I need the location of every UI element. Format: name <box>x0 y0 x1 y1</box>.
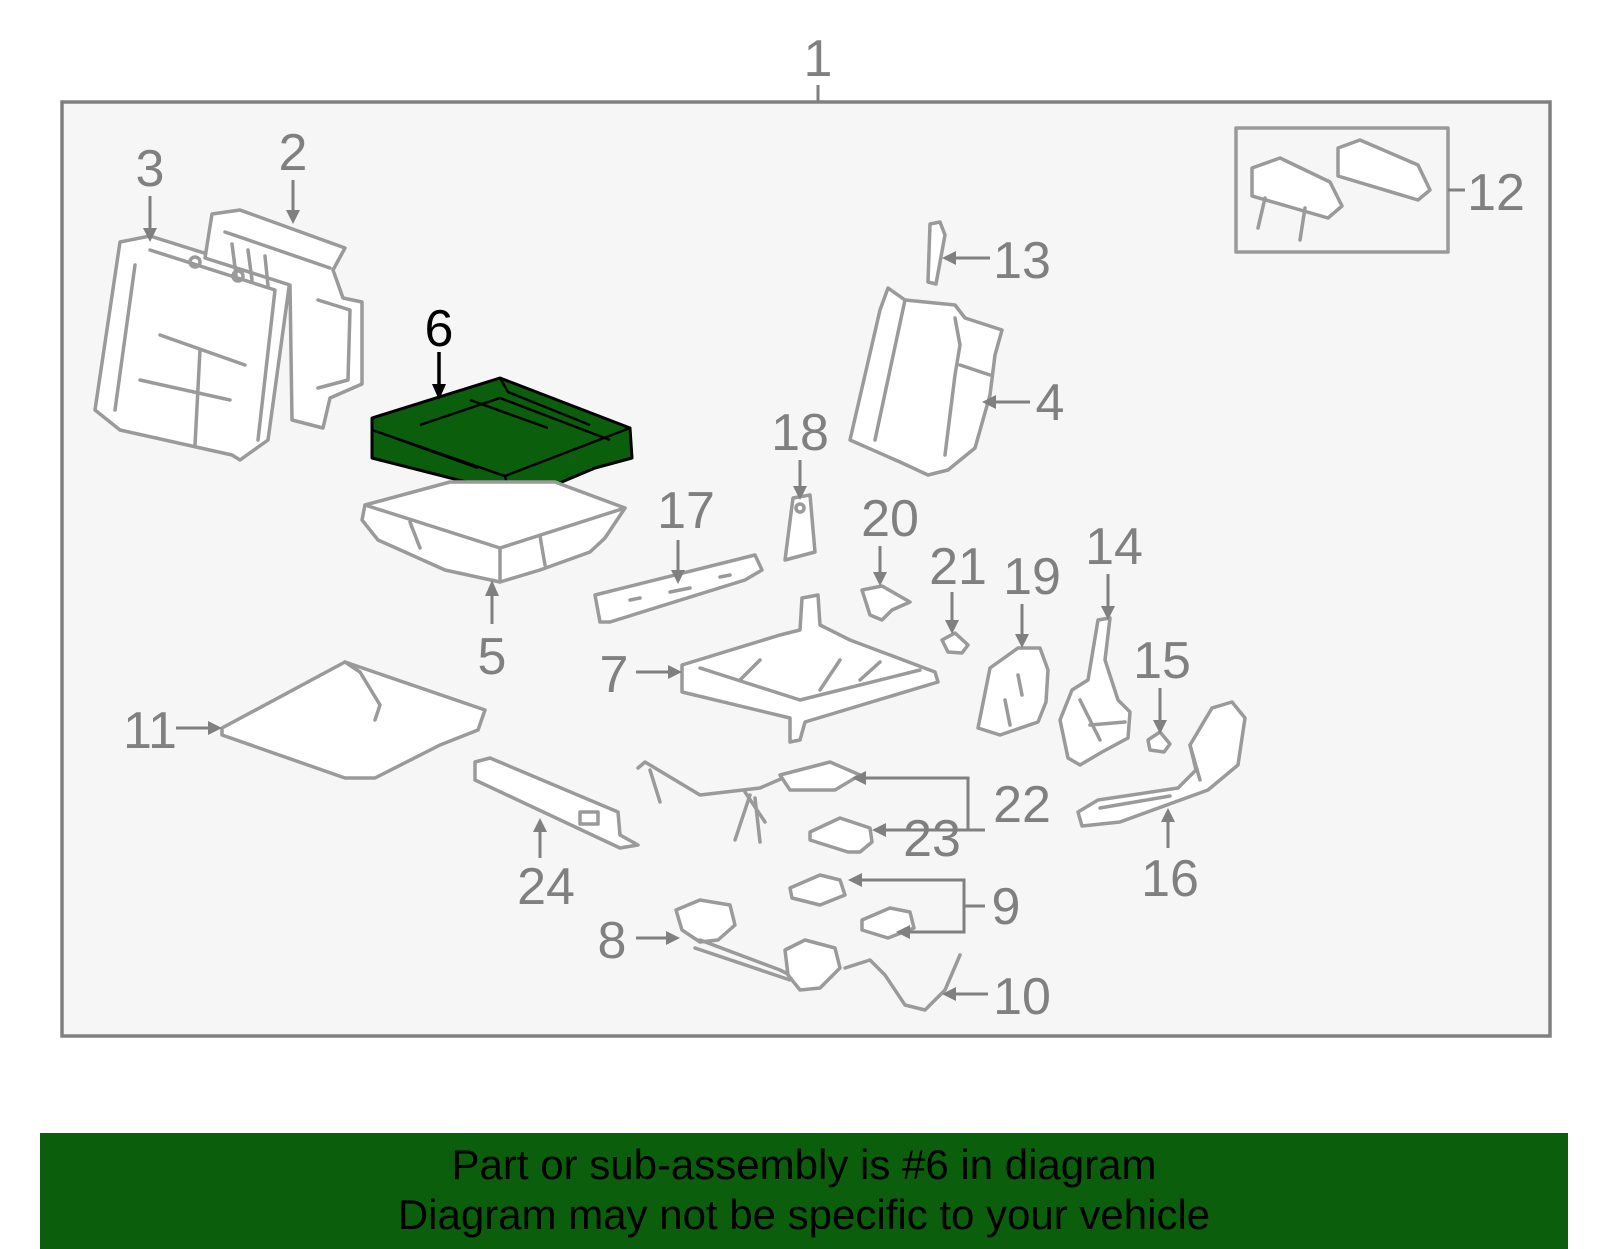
callout-5: 5 <box>478 628 507 686</box>
callout-6-highlighted: 6 <box>425 300 454 358</box>
callout-2: 2 <box>279 124 308 182</box>
part-5-cushion-frame <box>360 480 627 584</box>
part-2-seatback-cover <box>203 208 364 430</box>
callout-21: 21 <box>929 538 987 596</box>
part-20-clip <box>860 584 912 622</box>
part-21-cap <box>940 631 970 655</box>
part-15-cap <box>1146 730 1172 754</box>
callout-17: 17 <box>657 482 715 540</box>
callout-23: 23 <box>903 810 961 868</box>
info-banner: Part or sub-assembly is #6 in diagram Di… <box>40 1133 1568 1249</box>
part-16-side-shield <box>1076 700 1247 828</box>
callout-4: 4 <box>1036 374 1065 432</box>
callout-16: 16 <box>1141 850 1199 908</box>
callout-15: 15 <box>1133 632 1191 690</box>
part-3-seatback <box>93 234 292 462</box>
banner-line-1: Part or sub-assembly is #6 in diagram <box>451 1141 1157 1188</box>
banner-line-2: Diagram may not be specific to your vehi… <box>397 1191 1211 1238</box>
callout-24: 24 <box>517 858 575 916</box>
part-13-pin <box>926 220 947 286</box>
part-11-pad <box>220 660 487 780</box>
part-4-seatback-frame <box>848 286 1004 477</box>
callout-7: 7 <box>600 646 629 704</box>
part-12-head-restraints <box>1250 138 1432 242</box>
part-7-track-frame <box>680 593 940 744</box>
callout-19: 19 <box>1003 548 1061 606</box>
callout-13: 13 <box>993 232 1051 290</box>
callout-12: 12 <box>1467 164 1525 222</box>
callout-10: 10 <box>993 968 1051 1026</box>
part-10-cable <box>843 953 962 1012</box>
part-18-bracket <box>783 493 817 562</box>
part-22-harness <box>636 760 862 844</box>
callout-22: 22 <box>993 776 1051 834</box>
callout-14: 14 <box>1085 518 1143 576</box>
part-24-trim <box>473 756 640 850</box>
callout-20: 20 <box>861 490 919 548</box>
callout-8: 8 <box>598 912 627 970</box>
part-17-hinge <box>593 553 764 624</box>
callout-11: 11 <box>123 702 177 760</box>
part-14-recliner <box>1058 616 1132 767</box>
callout-numbers: 1 2 3 4 5 6 7 8 9 10 11 12 13 14 15 16 1… <box>123 30 1525 1026</box>
callout-1: 1 <box>804 30 833 88</box>
callout-3: 3 <box>136 140 165 198</box>
part-19-cover <box>976 646 1050 737</box>
part-23-connector <box>808 816 874 854</box>
callout-9: 9 <box>992 878 1021 936</box>
callout-18: 18 <box>771 404 829 462</box>
part-8-release <box>674 898 842 992</box>
leader-lines <box>143 180 1465 1001</box>
